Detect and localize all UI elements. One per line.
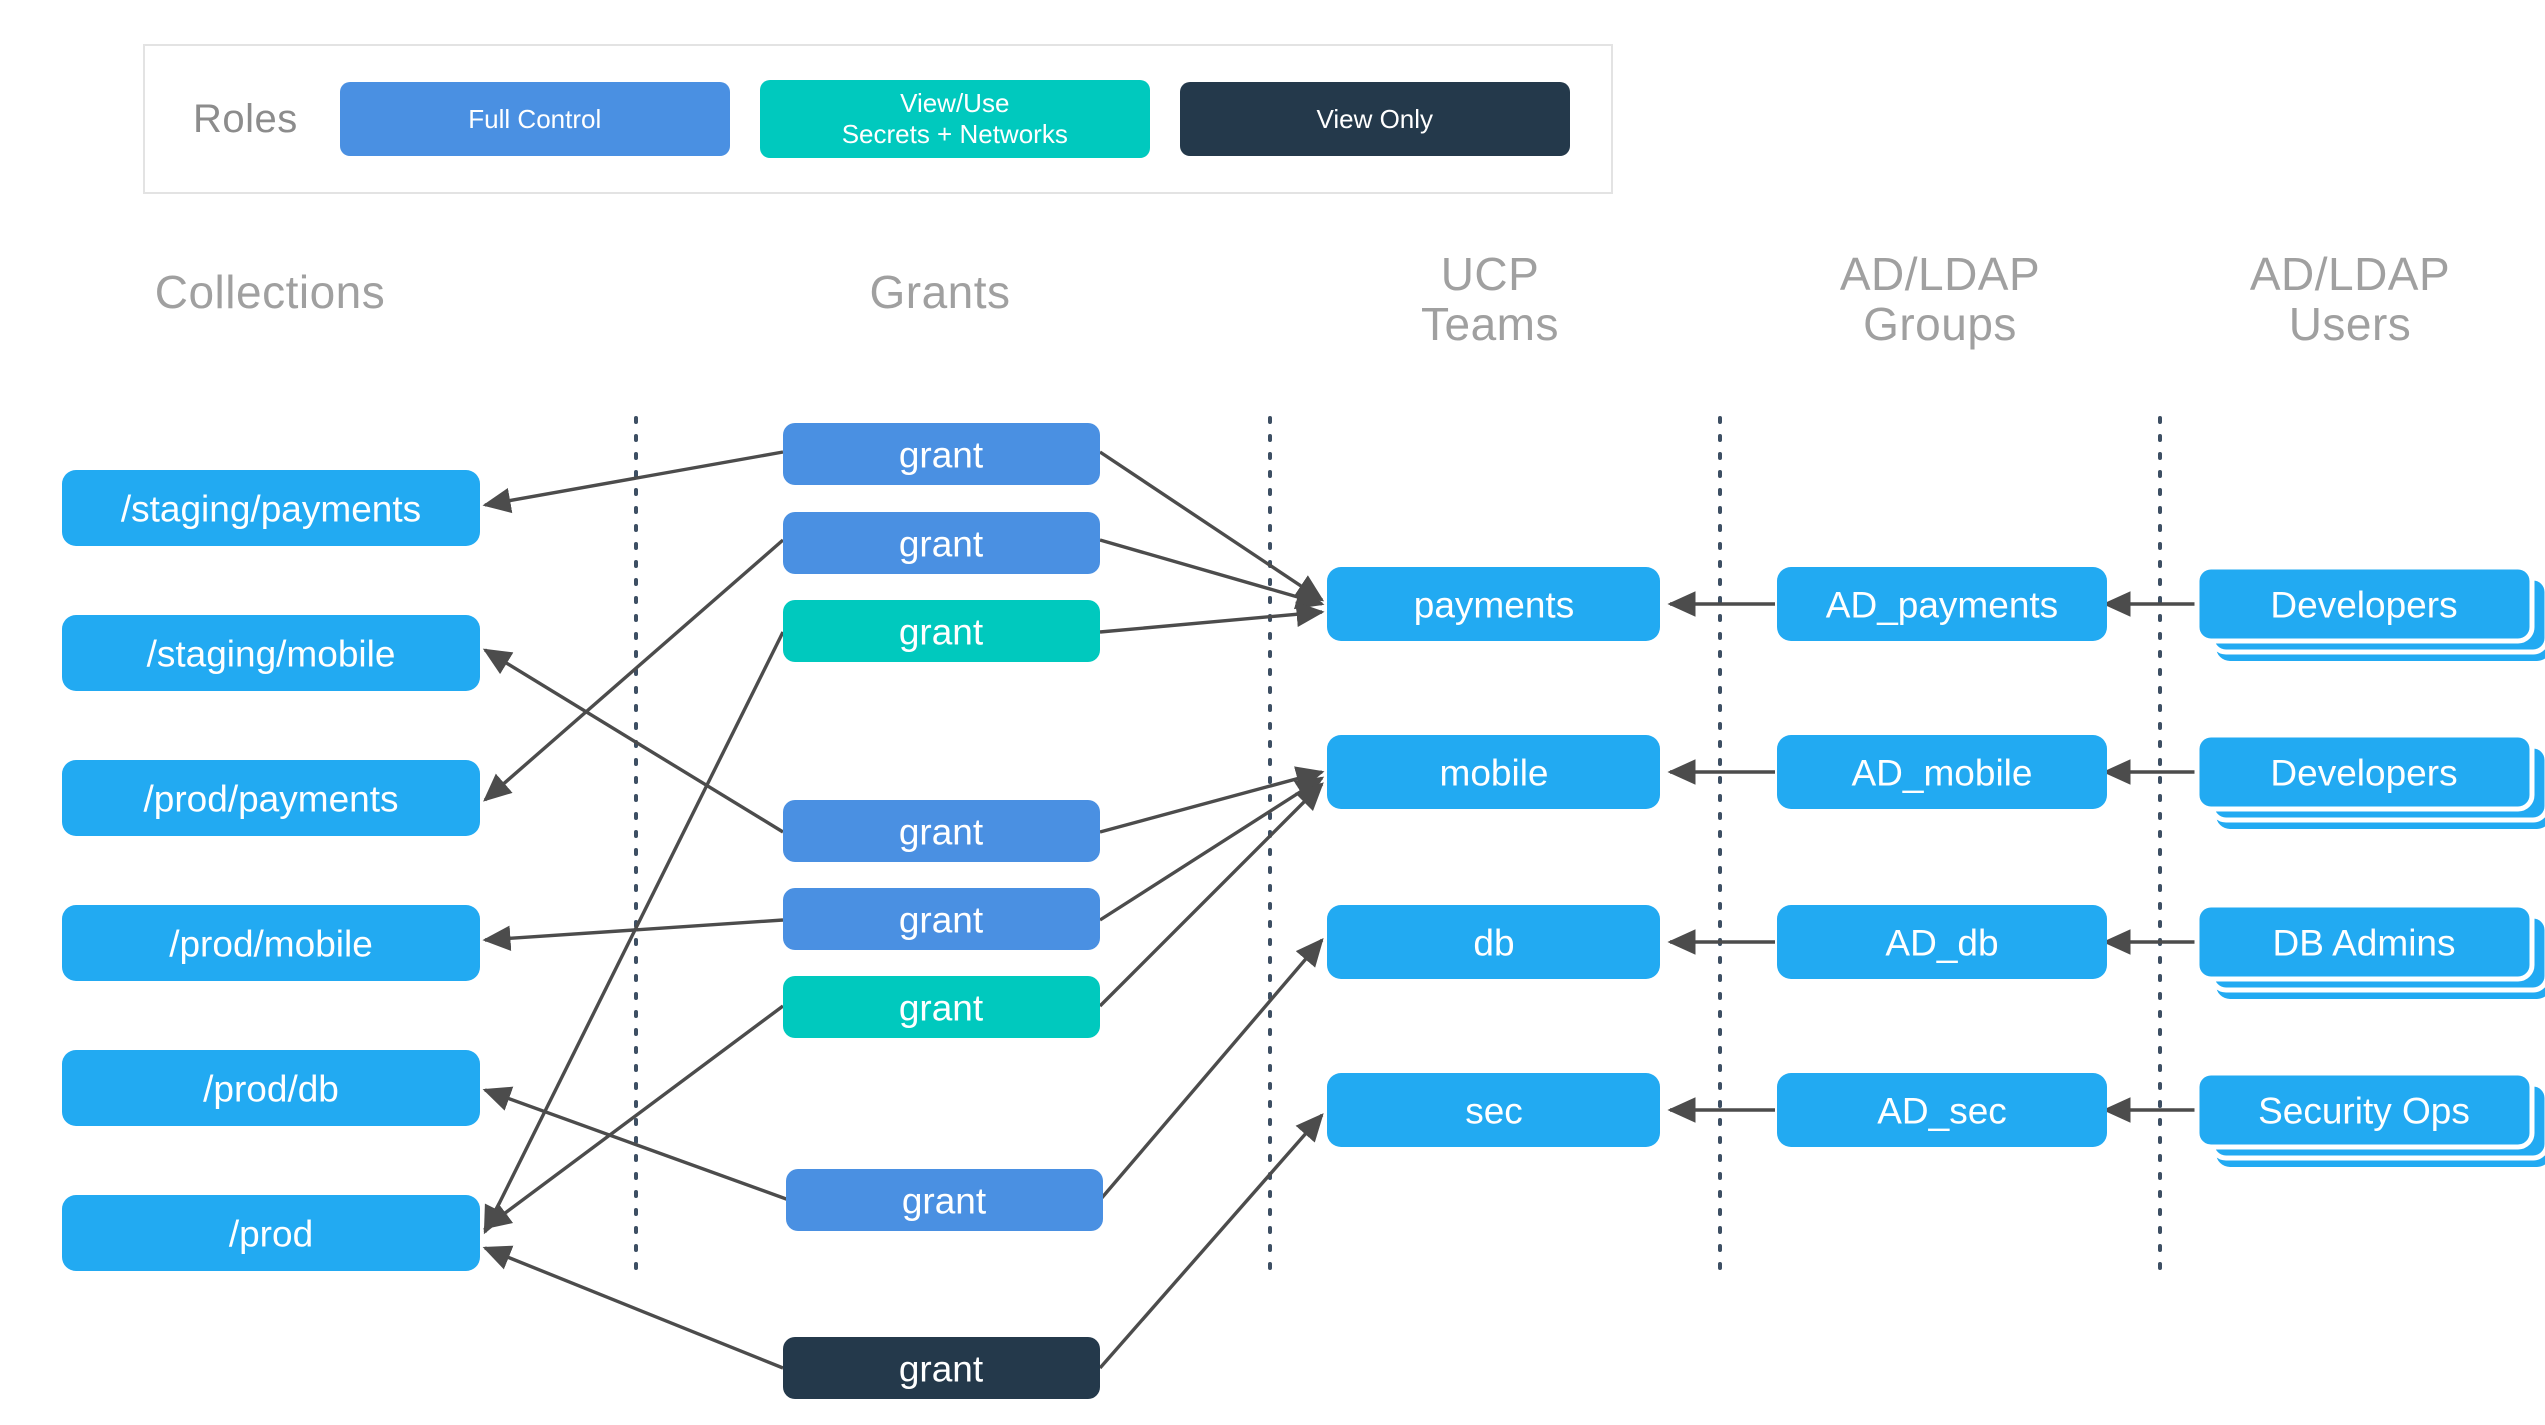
edge-g6-t2 [1098, 782, 1324, 1008]
ad-user-label: Developers [2270, 753, 2457, 794]
collection-node[interactable]: /prod/mobile [62, 905, 480, 981]
collection-label: /staging/mobile [147, 634, 396, 675]
edge-g7-t3 [1098, 938, 1324, 1202]
grant-node[interactable]: grant [783, 1337, 1100, 1399]
grant-label: grant [899, 900, 984, 941]
grant-label: grant [899, 524, 984, 565]
team-label: payments [1414, 585, 1574, 626]
ad-group-label: AD_payments [1826, 585, 2058, 626]
edge-g3-c6 [483, 631, 785, 1235]
grant-label: grant [899, 1349, 984, 1390]
grant-label: grant [899, 988, 984, 1029]
edge-g5-t2 [1099, 776, 1325, 922]
ad-group-node[interactable]: AD_sec [1777, 1073, 2107, 1147]
ad-group-label: AD_sec [1877, 1091, 2007, 1132]
team-label: mobile [1440, 753, 1549, 794]
edge-g7-c5 [482, 1086, 790, 1202]
ad-group-label: AD_mobile [1852, 753, 2033, 794]
ad-user-node[interactable]: Security Ops [2194, 1070, 2545, 1167]
edge-g2-c3 [483, 538, 785, 802]
grant-node[interactable]: grant [786, 1169, 1103, 1231]
grant-node[interactable]: grant [783, 800, 1100, 862]
ad-user-label: Security Ops [2258, 1091, 2470, 1132]
edge-g5-c4 [482, 918, 784, 952]
ad-user-node[interactable]: DB Admins [2194, 902, 2545, 999]
collection-node[interactable]: /prod/db [62, 1050, 480, 1126]
collection-label: /staging/payments [121, 489, 421, 530]
ad-group-node[interactable]: AD_db [1777, 905, 2107, 979]
grant-node[interactable]: grant [783, 512, 1100, 574]
edge-g1-t1 [1099, 450, 1325, 602]
roles-legend-title: Roles [193, 96, 298, 141]
ad-group-node[interactable]: AD_mobile [1777, 735, 2107, 809]
collection-label: /prod/mobile [169, 924, 373, 965]
ad-groups-column: AD_payments AD_mobile AD_db AD_sec [1777, 567, 2107, 1147]
grant-node[interactable]: grant [783, 976, 1100, 1038]
team-node[interactable]: mobile [1327, 735, 1660, 809]
ad-user-node[interactable]: Developers [2194, 564, 2545, 661]
ad-user-label: Developers [2270, 585, 2457, 626]
edge-g2-t1 [1099, 538, 1325, 610]
column-header-collections: Collections [154, 266, 386, 318]
grant-label: grant [902, 1181, 987, 1222]
grant-label: grant [899, 612, 984, 653]
grant-label: grant [899, 435, 984, 476]
ad-user-node[interactable]: Developers [2194, 732, 2545, 829]
collection-label: /prod/db [203, 1069, 339, 1110]
collection-node[interactable]: /staging/mobile [62, 615, 480, 691]
team-node[interactable]: db [1327, 905, 1660, 979]
grant-node[interactable]: grant [783, 888, 1100, 950]
collection-node[interactable]: /prod/payments [62, 760, 480, 836]
team-node[interactable]: sec [1327, 1073, 1660, 1147]
edge-g8-t4 [1098, 1113, 1324, 1370]
grant-node[interactable]: grant [783, 600, 1100, 662]
collections-column: /staging/payments /staging/mobile /prod/… [62, 470, 480, 1271]
grant-node[interactable]: grant [783, 423, 1100, 485]
ad-group-node[interactable]: AD_payments [1777, 567, 2107, 641]
team-node[interactable]: payments [1327, 567, 1660, 641]
team-label: db [1473, 923, 1514, 964]
edge-g6-c6 [482, 1004, 785, 1230]
collection-label: /prod [229, 1214, 313, 1255]
grant-label: grant [899, 812, 984, 853]
collection-node[interactable]: /staging/payments [62, 470, 480, 546]
edge-g8-c6 [482, 1245, 784, 1370]
ad-users-column: Developers Developers DB Admins Security… [2194, 564, 2545, 1167]
collection-label: /prod/payments [143, 779, 398, 820]
team-label: sec [1465, 1091, 1523, 1132]
column-header-grants: Grants [869, 266, 1011, 318]
role-chip-view-only[interactable]: View Only [1179, 82, 1570, 156]
ad-user-label: DB Admins [2272, 923, 2455, 964]
ucp-teams-column: payments mobile db sec [1327, 567, 1660, 1147]
edge-g4-t2 [1099, 766, 1325, 834]
edge-g3-t1 [1099, 601, 1325, 634]
grants-column: grant grant grant grant grant grant gran… [783, 423, 1103, 1399]
edge-g1-c1 [482, 450, 784, 514]
collection-node[interactable]: /prod [62, 1195, 480, 1271]
edge-g4-c2 [482, 648, 784, 834]
edge-layer [482, 450, 2196, 1370]
role-chip-full-control[interactable]: Full Control [339, 82, 730, 156]
ad-group-label: AD_db [1885, 923, 1998, 964]
